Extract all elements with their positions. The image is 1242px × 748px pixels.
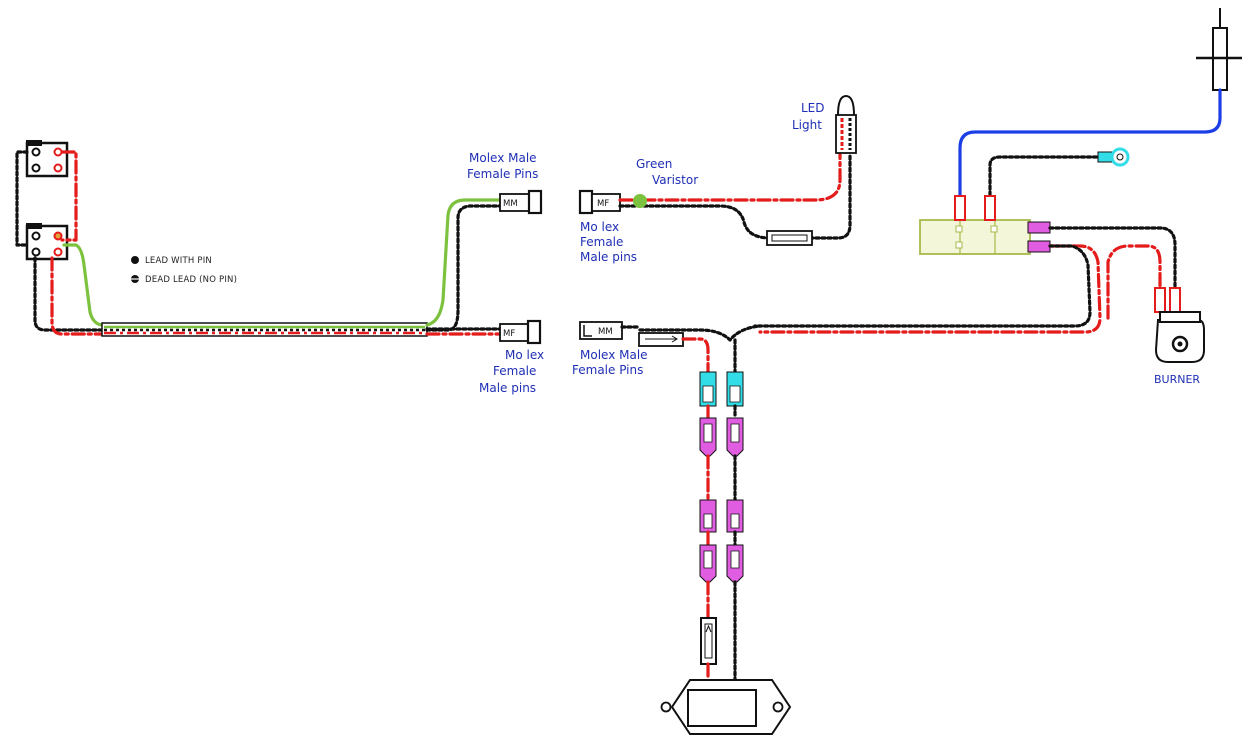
connector-code: MM	[503, 199, 518, 209]
inline-fuse-center	[638, 332, 684, 347]
center-wiring	[620, 324, 762, 374]
label-line: Female	[493, 364, 536, 378]
burner-wiring	[753, 226, 1177, 334]
label-green-varistor: Green Varistor	[636, 157, 698, 187]
valve-spade-terminals	[954, 195, 996, 221]
label-line: Male pins	[580, 250, 637, 264]
legend-item-lead-with-pin: LEAD WITH PIN	[131, 256, 212, 266]
label-line: Mo lex	[580, 220, 619, 234]
molex-connector-bottom-right: MM	[579, 321, 623, 340]
harness-to-connectors	[425, 198, 502, 336]
control-module	[660, 679, 792, 735]
terminal-chain	[699, 371, 744, 682]
label-line: LED	[801, 101, 825, 115]
thermocouple-probe	[1196, 8, 1242, 95]
label-line: Male pins	[479, 381, 536, 395]
switch-wiring	[15, 150, 104, 336]
green-varistor	[633, 194, 647, 208]
bottom-switch	[25, 223, 69, 261]
label-line: Varistor	[652, 173, 698, 187]
molex-connector-bottom-left: MF	[499, 319, 542, 345]
label-line: Green	[636, 157, 672, 171]
label-molex-male-female-pins-top: Molex Male Female Pins	[467, 151, 538, 181]
connector-code: MM	[598, 327, 613, 337]
magenta-terminals-2	[699, 499, 744, 533]
main-harness	[101, 322, 428, 337]
magenta-terminals-1	[699, 417, 744, 457]
valve-block	[919, 219, 1031, 255]
connector-code: MF	[503, 329, 515, 339]
label-line: Female Pins	[572, 363, 643, 377]
inline-fuse-top	[766, 230, 813, 246]
label-molex-male-female-pins-bottom: Molex Male Female Pins	[572, 348, 648, 377]
label-line: Molex Male	[469, 151, 537, 165]
blue-wire	[958, 88, 1222, 197]
label-line: Light	[792, 118, 822, 132]
lead-with-pin-icon	[131, 256, 139, 264]
led-circuit	[618, 94, 857, 246]
label-molex-female-male-pins-top: Mo lex Female Male pins	[580, 220, 637, 264]
label-led-light: LED Light	[792, 101, 825, 132]
label-line: Molex Male	[580, 348, 648, 362]
label-line: Mo lex	[505, 348, 544, 362]
label-line: Female Pins	[467, 167, 538, 181]
top-switch	[25, 140, 69, 178]
molex-connector-top-right: MF	[578, 189, 621, 215]
led-light	[835, 94, 857, 154]
label-line: Female	[580, 235, 623, 249]
label-molex-female-male-pins-bottom: Mo lex Female Male pins	[479, 348, 544, 395]
molex-connector-top-left: MM	[499, 189, 543, 215]
legend-label: DEAD LEAD (NO PIN)	[145, 275, 237, 285]
legend-item-dead-lead: DEAD LEAD (NO PIN)	[131, 275, 237, 285]
inline-fuse-bottom	[700, 617, 717, 665]
legend: LEAD WITH PIN DEAD LEAD (NO PIN)	[131, 256, 237, 285]
valve-magenta-terminals	[1027, 221, 1051, 253]
legend-label: LEAD WITH PIN	[145, 256, 212, 266]
label-burner: BURNER	[1154, 373, 1200, 386]
ring-terminal	[1097, 147, 1130, 167]
magenta-terminals-3	[699, 544, 744, 583]
cyan-terminals	[699, 371, 744, 407]
burner	[1154, 287, 1205, 363]
ground-wire	[988, 155, 1102, 197]
connector-code: MF	[597, 199, 609, 209]
